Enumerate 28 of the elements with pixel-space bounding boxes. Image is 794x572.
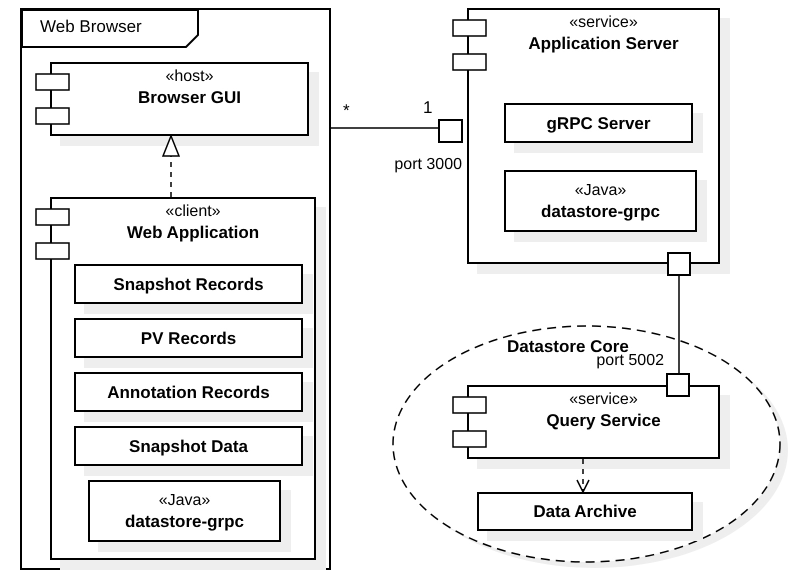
component-name: Data Archive — [533, 501, 637, 522]
stereotype-label: «service» — [569, 13, 638, 33]
frame-title: Web Browser — [40, 16, 142, 38]
connector-line — [678, 276, 680, 373]
component-name: Annotation Records — [107, 382, 270, 402]
component-name: datastore-grpc — [124, 511, 244, 532]
frame-border — [20, 8, 331, 570]
component-name: Snapshot Records — [113, 274, 264, 294]
arrow — [576, 459, 590, 493]
component-name: Query Service — [546, 410, 661, 431]
component-name: Web Application — [126, 222, 260, 243]
component-name: Browser GUI — [138, 87, 241, 108]
port-label: port 3000 — [393, 155, 462, 175]
stereotype-label: «service» — [569, 390, 638, 410]
stereotype-label: «host» — [165, 67, 214, 87]
multiplicity-label: * — [343, 100, 350, 122]
multiplicity-label: 1 — [423, 97, 432, 119]
stereotype-label: «Java» — [574, 181, 626, 201]
component-name: gRPC Server — [546, 112, 650, 134]
port-square — [667, 252, 691, 276]
stereotype-label: «Java» — [158, 491, 210, 511]
component-name: PV Records — [140, 328, 236, 348]
arrow — [162, 135, 180, 197]
connector-line — [331, 127, 438, 129]
component-name: datastore-grpc — [540, 201, 660, 222]
component-name: Snapshot Data — [128, 436, 248, 456]
stereotype-label: «client» — [165, 202, 221, 222]
component-name: Application Server — [528, 33, 679, 54]
